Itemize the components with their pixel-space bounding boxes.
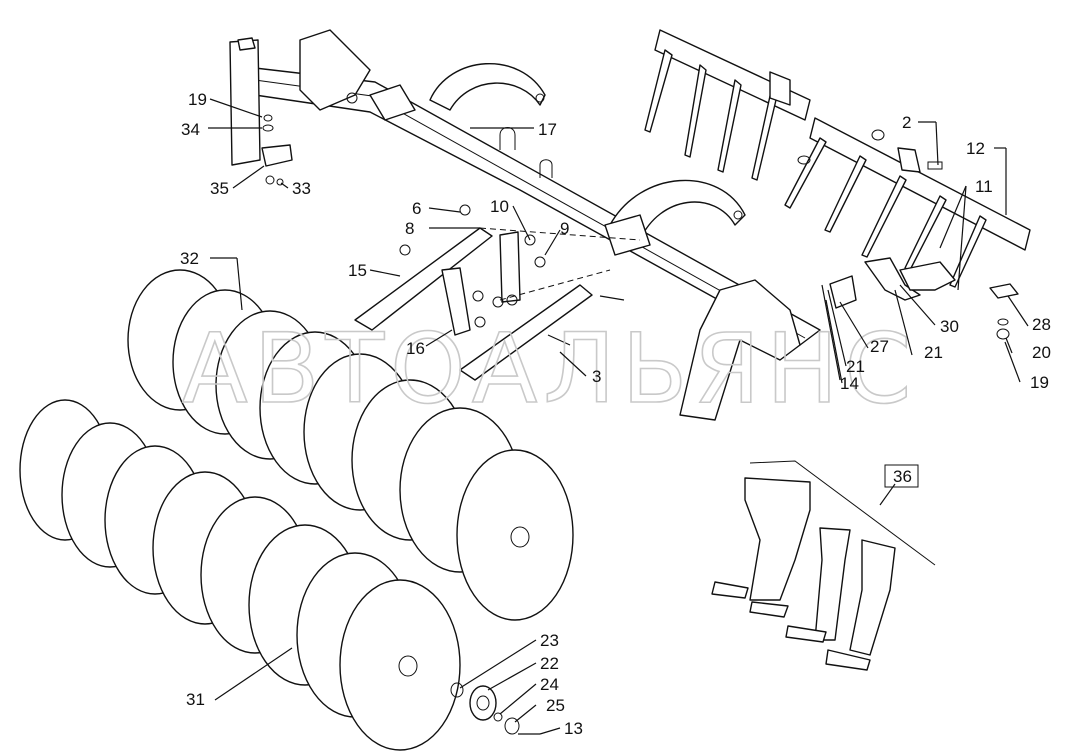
- callout-labels: 19 34 35 33 17 2 12 11 6 8 10 9 32 15 16…: [180, 90, 1051, 738]
- callout-6: 6: [412, 199, 421, 218]
- callout-14: 14: [840, 374, 859, 393]
- inset-group-36: [711, 460, 936, 671]
- callout-25: 25: [546, 696, 565, 715]
- callout-36: 36: [893, 467, 912, 486]
- callout-19: 19: [188, 90, 207, 109]
- callout-28: 28: [1032, 315, 1051, 334]
- callout-13: 13: [564, 719, 583, 738]
- callout-23: 23: [540, 631, 559, 650]
- disc-gang-rear: [127, 269, 574, 621]
- left-bracket-hardware: [261, 114, 293, 186]
- callout-32: 32: [180, 249, 199, 268]
- callout-12: 12: [966, 139, 985, 158]
- callout-9: 9: [560, 219, 569, 238]
- callout-2: 2: [902, 113, 911, 132]
- watermark: АВТОАЛЬЯНС: [182, 313, 917, 425]
- callout-27: 27: [870, 337, 889, 356]
- callout-34: 34: [181, 120, 200, 139]
- callout-8: 8: [405, 219, 414, 238]
- center-linkage: [354, 204, 641, 381]
- callout-31: 31: [186, 690, 205, 709]
- callout-20: 20: [1032, 343, 1051, 362]
- callout-11: 11: [975, 177, 993, 196]
- callout-16: 16: [406, 339, 425, 358]
- main-frame: [229, 29, 821, 421]
- callout-21-left: 21: [846, 357, 865, 376]
- hub-hardware: [450, 682, 540, 735]
- callout-35: 35: [210, 179, 229, 198]
- callout-15: 15: [348, 261, 367, 280]
- callout-30: 30: [940, 317, 959, 336]
- callout-33: 33: [292, 179, 311, 198]
- callout-21-right: 21: [924, 343, 943, 362]
- callout-3: 3: [592, 367, 601, 386]
- tine-bar-lower: [784, 117, 1031, 381]
- callout-box-36: [884, 464, 919, 488]
- callout-10: 10: [490, 197, 509, 216]
- callout-17: 17: [538, 120, 557, 139]
- callout-24: 24: [540, 675, 559, 694]
- callout-19-right: 19: [1030, 373, 1049, 392]
- disc-gang-front: [19, 399, 461, 751]
- callout-22: 22: [540, 654, 559, 673]
- tine-bar-upper: [644, 29, 811, 181]
